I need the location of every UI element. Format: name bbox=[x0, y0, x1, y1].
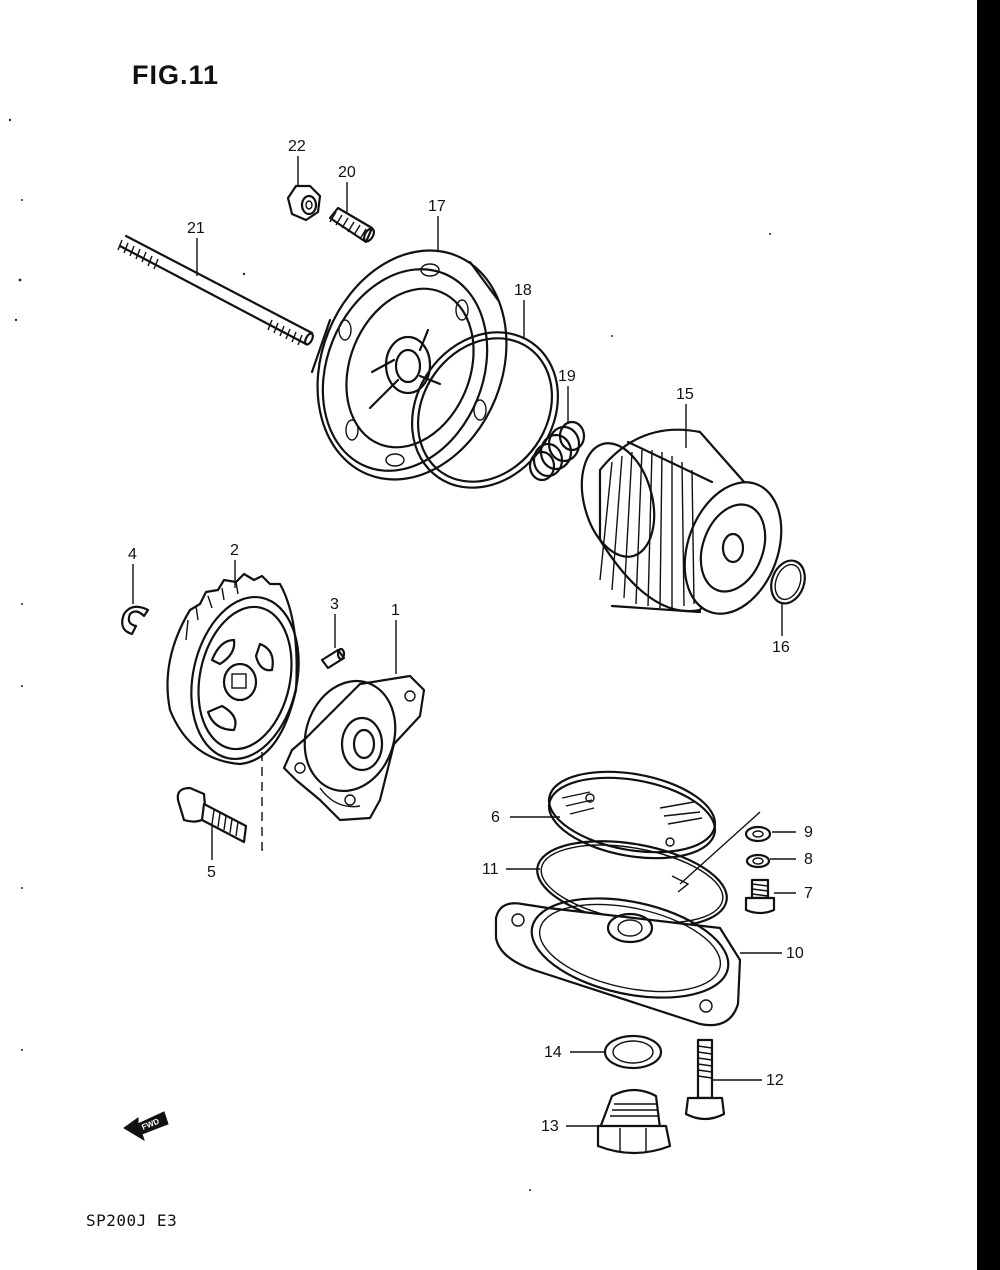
scan-edge-bar bbox=[977, 0, 1000, 1270]
part-14-gasket bbox=[603, 1034, 663, 1070]
scan-specks bbox=[8, 118, 771, 1191]
callout-8: 8 bbox=[804, 851, 813, 868]
callout-7: 7 bbox=[804, 885, 813, 902]
callout-12: 12 bbox=[766, 1072, 784, 1089]
callout-15: 15 bbox=[676, 386, 694, 403]
part-3-pin bbox=[320, 647, 346, 670]
part-17-filter-cap bbox=[310, 249, 508, 481]
callout-20: 20 bbox=[338, 164, 356, 181]
callout-14: 14 bbox=[544, 1044, 562, 1061]
part-20-stud bbox=[328, 206, 376, 244]
part-10-strainer-cap bbox=[494, 897, 742, 1027]
fwd-arrow-icon: FWD bbox=[123, 1111, 169, 1142]
callout-19: 19 bbox=[558, 368, 576, 385]
part-1-oil-pump bbox=[282, 674, 426, 822]
part-19-spring bbox=[528, 420, 586, 482]
alignment-arrow bbox=[671, 811, 761, 893]
part-5-bolt bbox=[176, 786, 248, 844]
callout-6: 6 bbox=[491, 809, 500, 826]
model-code: SP200J E3 bbox=[86, 1211, 178, 1230]
callout-3: 3 bbox=[330, 596, 339, 613]
part-22-cap-nut bbox=[286, 184, 322, 222]
callout-2: 2 bbox=[230, 542, 239, 559]
part-8-washer bbox=[745, 853, 771, 869]
part-12-bolt bbox=[684, 1038, 726, 1121]
part-15-oil-filter bbox=[580, 428, 783, 615]
callout-16: 16 bbox=[772, 639, 790, 656]
callout-9: 9 bbox=[804, 824, 813, 841]
alignment-line bbox=[261, 752, 268, 851]
callout-13: 13 bbox=[541, 1118, 559, 1135]
callout-4: 4 bbox=[128, 546, 137, 563]
part-9-washer bbox=[744, 825, 772, 843]
callout-5: 5 bbox=[207, 864, 216, 881]
leader-lines bbox=[132, 156, 796, 1127]
part-4-circlip bbox=[121, 605, 150, 636]
callout-11: 11 bbox=[482, 861, 499, 878]
part-13-drain-plug bbox=[596, 1088, 672, 1155]
callout-18: 18 bbox=[514, 282, 532, 299]
part-7-screw bbox=[744, 878, 776, 915]
callout-1: 1 bbox=[391, 602, 400, 619]
part-21-stud-bolt bbox=[117, 234, 314, 346]
callout-21: 21 bbox=[187, 220, 205, 237]
callout-labels: 22 20 17 21 18 19 15 16 4 2 3 1 5 6 11 9… bbox=[128, 138, 813, 1135]
callout-17: 17 bbox=[428, 198, 446, 215]
callout-10: 10 bbox=[786, 945, 804, 962]
part-16-small-o-ring bbox=[770, 559, 806, 605]
part-2-driven-gear bbox=[166, 572, 300, 766]
callout-22: 22 bbox=[288, 138, 306, 155]
part-6-oil-strainer bbox=[547, 770, 717, 860]
figure-title: FIG.11 bbox=[132, 60, 220, 90]
